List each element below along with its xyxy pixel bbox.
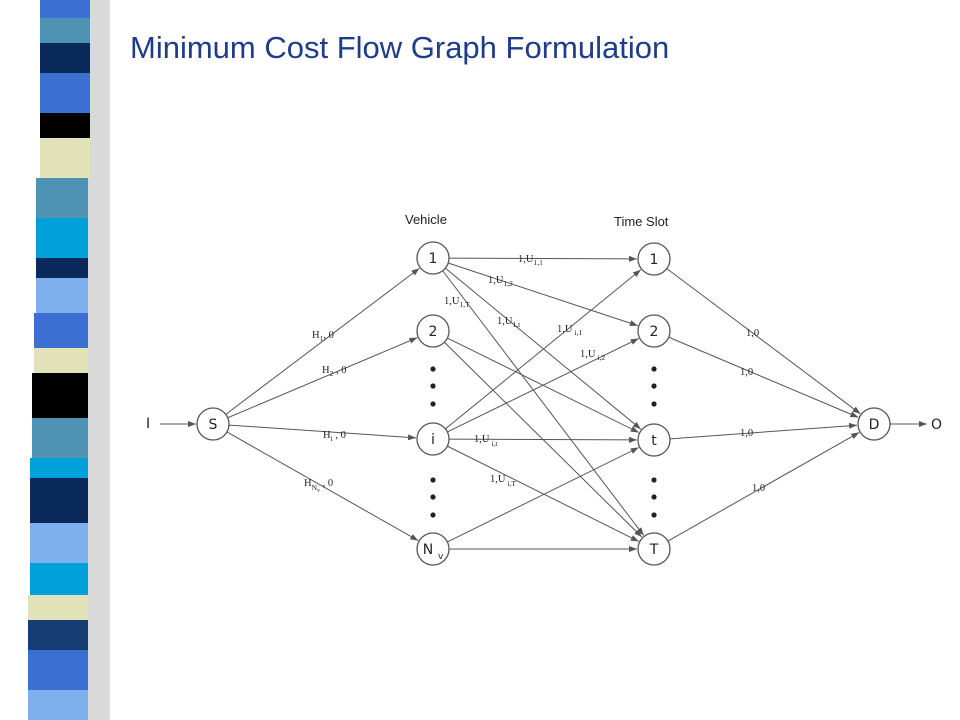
stripe-block <box>28 650 88 690</box>
svg-text:T: T <box>649 542 659 558</box>
svg-text:1: 1 <box>429 251 438 267</box>
output-label: O <box>931 417 942 433</box>
edge-vi-t2 <box>447 338 639 433</box>
stripe-block <box>36 278 88 313</box>
stripe-block <box>28 595 88 620</box>
input-label: I <box>146 416 150 432</box>
edge-v1-t2 <box>448 262 639 327</box>
slot-node-T: T <box>637 532 671 566</box>
slide-title: Minimum Cost Flow Graph Formulation <box>130 30 670 65</box>
edge-vi-tt <box>448 436 638 443</box>
slot-node-2: 2 <box>637 314 671 348</box>
stripe-block <box>28 620 88 650</box>
stripe-block <box>40 113 90 138</box>
stripe-block <box>30 458 88 478</box>
svg-text:2: 2 <box>429 324 438 340</box>
vehicle-node-i: i <box>416 422 450 456</box>
svg-text:t: t <box>651 433 657 449</box>
stripe-block <box>40 138 90 178</box>
time-slot-header: Time Slot <box>614 214 669 229</box>
svg-text:S: S <box>209 417 218 433</box>
edge-vi-t1 <box>445 269 642 430</box>
slot-node-t: t <box>637 423 671 457</box>
edge-t1-sink <box>666 268 861 415</box>
stripe-block <box>32 418 88 458</box>
vehicle-ellipsis <box>430 366 436 518</box>
stripe-block <box>28 690 88 720</box>
stripe-block <box>36 258 88 278</box>
edge-label-u12: 1,U1,2 <box>488 275 513 288</box>
edge-label-u11: 1,U1,1 <box>518 254 543 267</box>
stripe-block <box>30 563 88 595</box>
edge-tt-sink <box>669 422 858 440</box>
edge-label-u1t: 1,U1,t <box>497 316 521 329</box>
edge-v1-t1 <box>448 255 638 262</box>
edge-vn-tt <box>447 447 639 543</box>
slot-ellipsis <box>651 366 657 518</box>
edge-label-h1: H1, 0 <box>312 330 334 343</box>
edge-label-hi: Hi , 0 <box>323 430 346 443</box>
stripe-block <box>40 73 90 113</box>
vehicle-header: Vehicle <box>405 212 447 227</box>
edge-label-d1: 1,0 <box>746 328 759 339</box>
edge-source-v2 <box>227 337 418 419</box>
stripe-block <box>36 218 88 258</box>
edge-vi-tT <box>447 445 640 542</box>
stripe-block <box>36 178 88 218</box>
edges <box>160 255 927 552</box>
edge-label-hn: HNv , 0 <box>304 478 333 494</box>
svg-text:i: i <box>431 432 435 448</box>
edge-label-dt: 1,0 <box>740 428 753 439</box>
vehicle-node-n: N v <box>416 532 450 566</box>
edge-t2-sink <box>668 336 859 418</box>
vehicle-node-2: 2 <box>416 314 450 348</box>
edge-source-vn <box>226 431 419 542</box>
decorative-stripe <box>28 0 110 720</box>
svg-text:2: 2 <box>650 324 659 340</box>
edge-tT-sink <box>667 431 860 542</box>
stripe-block <box>32 373 88 418</box>
stripe-block <box>40 18 90 43</box>
svg-text:1: 1 <box>650 252 659 268</box>
edge-label-h2: H2 , 0 <box>322 365 346 378</box>
source-node: S <box>196 407 230 441</box>
svg-text:v: v <box>438 552 444 562</box>
stripe-block <box>34 348 88 373</box>
sink-node: D <box>857 407 891 441</box>
edge-label-u1T: 1,U1,T <box>444 296 470 309</box>
edge-label-d2: 1,0 <box>740 367 753 378</box>
stripe-block <box>30 523 88 563</box>
edge-v1-tT <box>442 270 645 536</box>
svg-text:D: D <box>869 417 880 433</box>
edge-source-v1 <box>225 267 420 415</box>
edge-source-vi <box>228 424 417 441</box>
stripe-block <box>40 0 90 18</box>
stripe-block <box>40 43 90 73</box>
stripe-block <box>30 478 88 523</box>
vehicle-node-1: 1 <box>416 241 450 275</box>
slot-node-1: 1 <box>637 242 671 276</box>
stripe-block <box>34 313 88 348</box>
svg-text:N: N <box>423 542 433 558</box>
edge-label-dT: 1,0 <box>752 483 765 494</box>
